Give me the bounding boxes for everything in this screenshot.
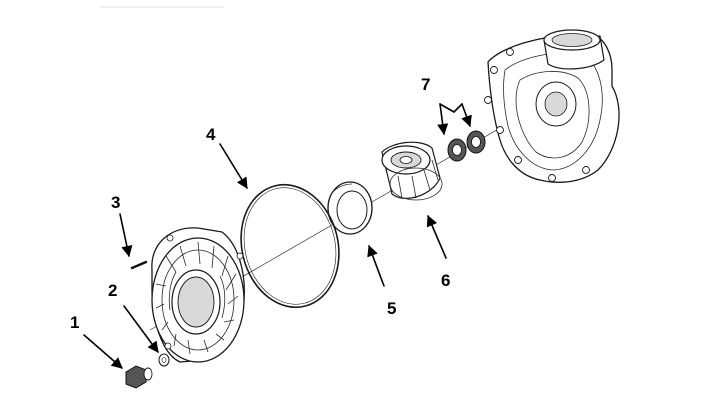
arrow-4 [219,143,248,189]
callout-labels: 1 2 3 4 5 6 7 [70,75,450,332]
callout-5: 5 [387,299,396,318]
wear-ring-part-5 [327,181,373,235]
shaft-seal-part-7 [447,130,486,162]
washer-part-2 [158,353,170,367]
impeller-part-6 [381,141,443,201]
drain-plug-part-1 [125,365,153,389]
callout-7: 7 [421,75,430,94]
callout-3: 3 [111,193,120,212]
arrow-2 [123,305,159,353]
face-plate [151,227,245,363]
pump-housing [484,29,620,183]
bracket-7 [439,103,463,113]
screw-part-3 [130,260,148,270]
arrow-6 [426,214,447,259]
arrow-7b [461,103,472,128]
arrow-1 [83,334,123,369]
callout-1: 1 [70,313,79,332]
callout-6: 6 [441,271,450,290]
o-ring-part-4 [240,183,340,309]
callout-4: 4 [206,125,216,144]
callout-2: 2 [108,281,117,300]
callout-arrows [83,103,472,369]
arrow-5 [367,244,385,287]
arrow-3 [119,213,133,258]
top-artifact [100,6,224,8]
arrow-7a [437,103,449,136]
